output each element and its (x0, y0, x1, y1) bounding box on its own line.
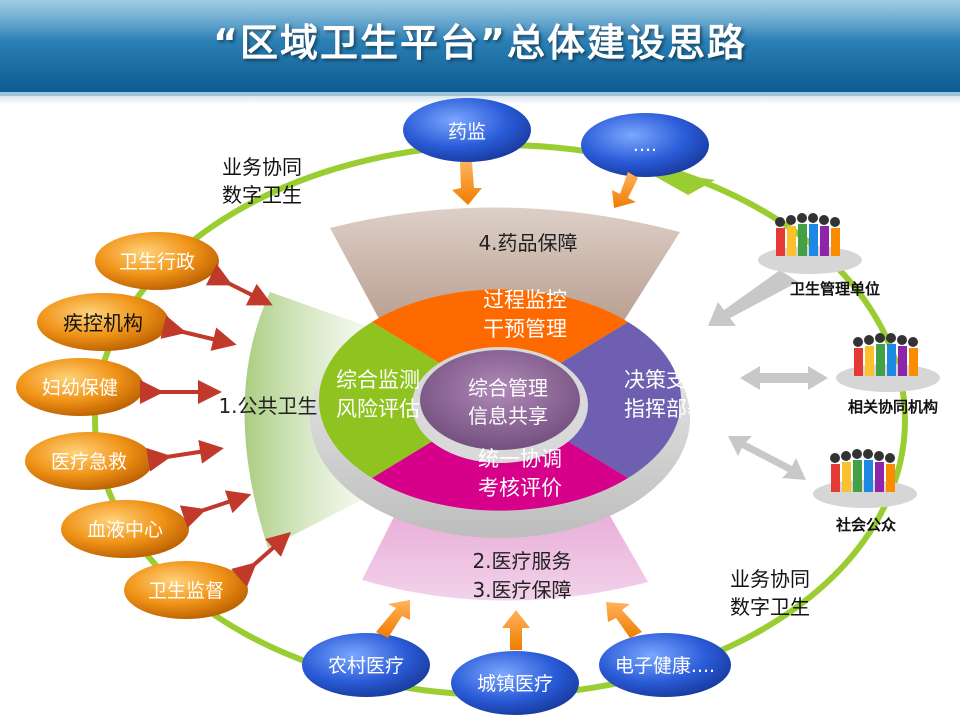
group-label: 社会公众 (835, 516, 896, 534)
double-arrow-icon (160, 315, 237, 351)
public-health-label: 1.公共卫生 (218, 394, 317, 418)
bottom-node-e-health[interactable]: 电子健康.... (599, 633, 731, 697)
wheel-top-line1: 过程监控 (483, 288, 567, 312)
arrow-down-icon (612, 172, 638, 208)
left-node-label: 卫生行政 (119, 251, 195, 273)
wheel-segment-left (318, 322, 500, 478)
bottom-right-label-line1: 业务协同 (730, 567, 810, 591)
title-bar: “区域卫生平台”总体建设思路 (0, 0, 960, 96)
double-arrow-icon (740, 366, 828, 390)
left-node-label: 疾控机构 (63, 311, 143, 335)
group-public[interactable]: 社会公众 (813, 449, 917, 534)
hub-line1: 综合管理 (468, 376, 548, 400)
left-node-label: 医疗急救 (51, 451, 127, 473)
grey-arrows (708, 270, 828, 480)
left-node-label: 妇幼保健 (42, 377, 118, 399)
left-node-emergency[interactable]: 医疗急救 (25, 432, 153, 490)
arrow-down-icon (452, 162, 482, 205)
group-label: 卫生管理单位 (790, 280, 880, 298)
drug-segment (330, 207, 680, 330)
wheel-right-line1: 决策支持 (624, 368, 708, 392)
bottom-node-label: 城镇医疗 (477, 673, 553, 695)
left-node-label: 血液中心 (87, 519, 163, 541)
wheel-segment-right (500, 322, 682, 478)
arrow-up-icon (376, 600, 410, 638)
top-node-label: .... (633, 134, 657, 156)
arrow-up-icon (502, 610, 530, 650)
top-node-drug-regulation[interactable]: 药监 (403, 98, 531, 162)
medical-label-line2: 3.医疗保障 (472, 578, 571, 602)
bottom-node-urban-medical[interactable]: 城镇医疗 (451, 651, 579, 715)
bottom-right-label-line2: 数字卫生 (730, 595, 810, 619)
wheel-segment-top (372, 289, 628, 400)
left-node-maternal-child[interactable]: 妇幼保健 (16, 358, 144, 416)
double-arrow-icon (728, 436, 806, 480)
group-label: 相关协同机构 (848, 398, 938, 416)
group-health-management[interactable]: 卫生管理单位 (758, 213, 880, 298)
group-related-institutions[interactable]: 相关协同机构 (836, 333, 940, 416)
hub-line2: 信息共享 (468, 404, 548, 428)
wheel-bottom-line2: 考核评价 (478, 476, 562, 500)
top-left-label-line2: 数字卫生 (222, 183, 302, 207)
left-node-health-supervision[interactable]: 卫生监督 (124, 561, 248, 619)
left-node-label: 卫生监督 (148, 580, 224, 602)
double-arrow-icon (231, 532, 291, 587)
wheel-left-line1: 综合监测 (336, 368, 420, 392)
wheel-left-line2: 风险评估 (336, 397, 420, 421)
double-arrow-icon (205, 263, 273, 306)
people-group-icon (853, 333, 918, 376)
people-group-icon (775, 213, 840, 256)
wheel-top-line2: 干预管理 (483, 317, 567, 341)
title-bar-gloss (0, 0, 960, 40)
top-left-label-line1: 业务协同 (222, 155, 302, 179)
page-title: “区域卫生平台”总体建设思路 (213, 21, 747, 65)
bottom-node-label: 电子健康.... (615, 655, 715, 677)
drug-segment-label: 4.药品保障 (478, 231, 577, 255)
left-node-health-admin[interactable]: 卫生行政 (95, 232, 219, 290)
double-arrow-icon (179, 490, 252, 529)
people-group-icon (830, 449, 895, 492)
hub (420, 350, 580, 450)
top-node-label: 药监 (448, 121, 486, 143)
top-node-more[interactable]: .... (581, 113, 709, 177)
double-arrow-icon (708, 270, 798, 326)
arrow-up-icon (606, 602, 642, 638)
bottom-node-label: 农村医疗 (328, 655, 404, 677)
double-arrow-icon (146, 439, 224, 472)
wheel-bottom-line1: 统一协调 (478, 447, 562, 471)
medical-label-line1: 2.医疗服务 (472, 549, 571, 573)
left-node-disease-control[interactable]: 疾控机构 (37, 293, 169, 351)
bottom-node-rural-medical[interactable]: 农村医疗 (302, 633, 430, 697)
wheel-right-line2: 指挥部署 (624, 397, 708, 421)
left-node-blood-center[interactable]: 血液中心 (61, 500, 189, 558)
